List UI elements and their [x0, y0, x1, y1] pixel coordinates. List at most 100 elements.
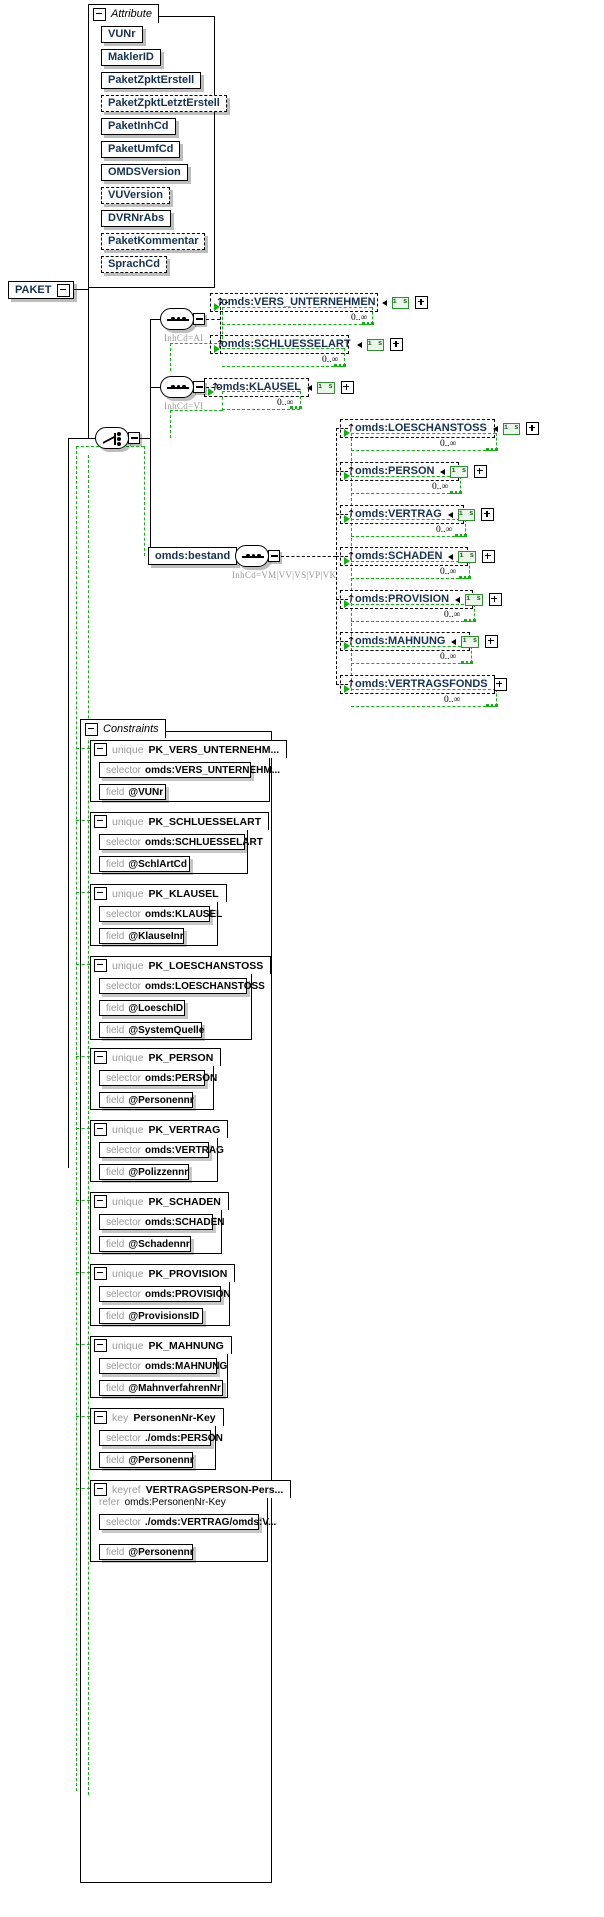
constraint-selector[interactable]: selector ./omds:PERSON	[99, 1430, 223, 1446]
element-schaden[interactable]: omds:SCHADEN i s	[349, 548, 501, 565]
element-mahnung[interactable]: omds:MAHNUNG i s	[349, 633, 504, 650]
collapse-icon[interactable]	[268, 550, 280, 562]
expand-icon[interactable]	[526, 422, 540, 435]
attribute-paketzpkterstell[interactable]: PaketZpktErstell	[101, 72, 202, 89]
attribute-vuversion[interactable]: VUVersion	[101, 187, 171, 204]
element-vers-unternehmen[interactable]: omds:VERS_UNTERNEHMEN i s	[215, 294, 434, 311]
constraint-header-pk-person[interactable]: unique PK_PERSON	[90, 1048, 222, 1066]
constraint-name: PK_LOESCHANSTOSS	[148, 959, 264, 972]
constraint-selector[interactable]: selector omds:VERTRAG	[99, 1142, 224, 1158]
expand-icon[interactable]	[474, 465, 488, 478]
constraint-selector[interactable]: selector omds:KLAUSEL	[99, 906, 222, 922]
element-person[interactable]: omds:PERSON i s	[349, 463, 493, 480]
constraint-selector[interactable]: selector omds:MAHNUNG	[99, 1358, 227, 1374]
collapse-icon[interactable]	[85, 722, 98, 736]
attribute-paketkommentar[interactable]: PaketKommentar	[101, 233, 206, 250]
expand-icon[interactable]	[482, 550, 496, 563]
collapse-icon[interactable]	[93, 7, 106, 21]
collapse-icon[interactable]	[94, 887, 107, 900]
collapse-icon[interactable]	[94, 1339, 107, 1352]
expand-icon[interactable]	[390, 338, 404, 351]
constraint-header-pk-loeschanstoss[interactable]: unique PK_LOESCHANSTOSS	[90, 956, 272, 974]
constraint-selector[interactable]: selector omds:PERSON	[99, 1070, 217, 1086]
constraint-header-pk-schaden[interactable]: unique PK_SCHADEN	[90, 1192, 229, 1210]
collapse-icon[interactable]	[94, 1483, 107, 1496]
constraints-tab[interactable]: Constraints	[80, 719, 166, 738]
element-schluesselart[interactable]: omds:SCHLUESSELART i s	[215, 336, 409, 353]
root-element-paket[interactable]: PAKET	[8, 281, 75, 299]
constraint-selector[interactable]: selector omds:SCHLUESSELART	[99, 834, 263, 850]
constraint-field[interactable]: field @MahnverfahrenNr	[99, 1380, 223, 1396]
expand-icon[interactable]	[340, 381, 354, 394]
expand-icon[interactable]	[488, 593, 502, 606]
collapse-icon[interactable]	[57, 283, 71, 297]
constraint-field[interactable]: field @Polizzennr	[99, 1164, 189, 1180]
collapse-icon[interactable]	[94, 1123, 107, 1136]
collapse-icon[interactable]	[94, 959, 107, 972]
element-provision[interactable]: omds:PROVISION i s	[349, 591, 508, 608]
constraint-field[interactable]: field @SchlArtCd	[99, 856, 190, 872]
constraint-field[interactable]: field @KlauseInr	[99, 928, 184, 944]
constraint-field[interactable]: field @Personennr	[99, 1092, 194, 1108]
constraint-field[interactable]: field @ProvisionsID	[99, 1308, 203, 1324]
element-loeschanstoss[interactable]: omds:LOESCHANSTOSS i s	[349, 420, 545, 437]
element-vertragsfonds[interactable]: omds:VERTRAGSFONDS	[349, 676, 513, 693]
connector	[336, 514, 348, 515]
attribute-dvrnrabs[interactable]: DVRNrAbs	[101, 210, 172, 227]
constraint-selector[interactable]: selector ./omds:VERTRAG/omds:V...	[99, 1514, 276, 1530]
green-connector	[351, 536, 465, 537]
collapse-icon[interactable]	[94, 743, 107, 756]
element-label: omds:KLAUSEL	[216, 381, 301, 393]
constraint-header-pk-vers-unternehm[interactable]: unique PK_VERS_UNTERNEHM...	[90, 740, 288, 758]
type-badge: i s	[465, 593, 483, 606]
constraint-selector[interactable]: selector omds:VERS_UNTERNEHM...	[99, 762, 280, 778]
collapse-icon[interactable]	[94, 1267, 107, 1280]
element-klausel[interactable]: omds:KLAUSEL i s	[210, 379, 360, 396]
sequence-compositor-bestand[interactable]	[235, 545, 281, 567]
attribute-maklerid[interactable]: MaklerID	[101, 49, 161, 66]
attribute-paketumfcd[interactable]: PaketUmfCd	[101, 141, 181, 158]
constraint-header-pk-provision[interactable]: unique PK_PROVISION	[90, 1264, 236, 1282]
collapse-icon[interactable]	[94, 815, 107, 828]
constraint-field[interactable]: field @Personennr	[99, 1452, 194, 1468]
expand-icon[interactable]	[415, 296, 429, 309]
constraint-selector[interactable]: selector omds:LOESCHANSTOSS	[99, 978, 265, 994]
constraint-selector[interactable]: selector omds:SCHADEN	[99, 1214, 224, 1230]
constraint-kind: key	[112, 1411, 129, 1424]
constraint-header-pk-vertrag[interactable]: unique PK_VERTRAG	[90, 1120, 229, 1138]
collapse-icon[interactable]	[94, 1195, 107, 1208]
constraint-header-personennr-key[interactable]: key PersonenNr-Key	[90, 1408, 224, 1426]
constraint-field[interactable]: field @LoeschID	[99, 1000, 185, 1016]
constraint-field[interactable]: field @Schadennr	[99, 1236, 191, 1252]
sequence-compositor-ai[interactable]	[160, 308, 206, 330]
annotation-inhcd-bestand: InhCd=VM|VV|VS|VP|VK	[232, 570, 337, 580]
attribute-sprachcd[interactable]: SprachCd	[101, 256, 167, 273]
attribute-group-tab[interactable]: Attribute	[88, 4, 159, 23]
constraint-header-pk-klausel[interactable]: unique PK_KLAUSEL	[90, 884, 227, 902]
attribute-paketzpktletzterstell[interactable]: PaketZpktLetztErstell	[101, 95, 227, 112]
choice-compositor[interactable]	[95, 427, 141, 449]
constraint-selector[interactable]: selector omds:PROVISION	[99, 1286, 231, 1302]
expand-icon[interactable]	[481, 508, 495, 521]
attribute-vunr[interactable]: VUNr	[101, 26, 143, 43]
expand-icon[interactable]	[493, 678, 507, 691]
choice-body	[95, 427, 129, 449]
attribute-paketinhcd[interactable]: PaketInhCd	[101, 118, 176, 135]
collapse-icon[interactable]	[128, 432, 140, 444]
expand-icon[interactable]	[485, 635, 499, 648]
type-badge: i s	[502, 422, 521, 435]
element-bestand[interactable]: omds:bestand	[148, 547, 238, 565]
constraint-field[interactable]: field @SystemQuelle	[99, 1022, 204, 1038]
constraint-field[interactable]: field @VUNr	[99, 784, 166, 800]
collapse-icon[interactable]	[94, 1411, 107, 1424]
constraint-header-pk-schluesselart[interactable]: unique PK_SCHLUESSELART	[90, 812, 270, 830]
collapse-icon[interactable]	[193, 313, 205, 325]
element-vertrag[interactable]: omds:VERTRAG i s	[349, 506, 500, 523]
attribute-omdsversion[interactable]: OMDSVersion	[101, 164, 188, 181]
sequence-compositor-vi[interactable]	[160, 376, 206, 398]
constraint-header-pk-mahnung[interactable]: unique PK_MAHNUNG	[90, 1336, 232, 1354]
constraint-field[interactable]: field @Personennr	[99, 1544, 194, 1560]
constraint-header-vertragsperson-pers[interactable]: keyref VERTRAGSPERSON-Pers...	[90, 1480, 292, 1498]
collapse-icon[interactable]	[94, 1051, 107, 1064]
collapse-icon[interactable]	[193, 381, 205, 393]
